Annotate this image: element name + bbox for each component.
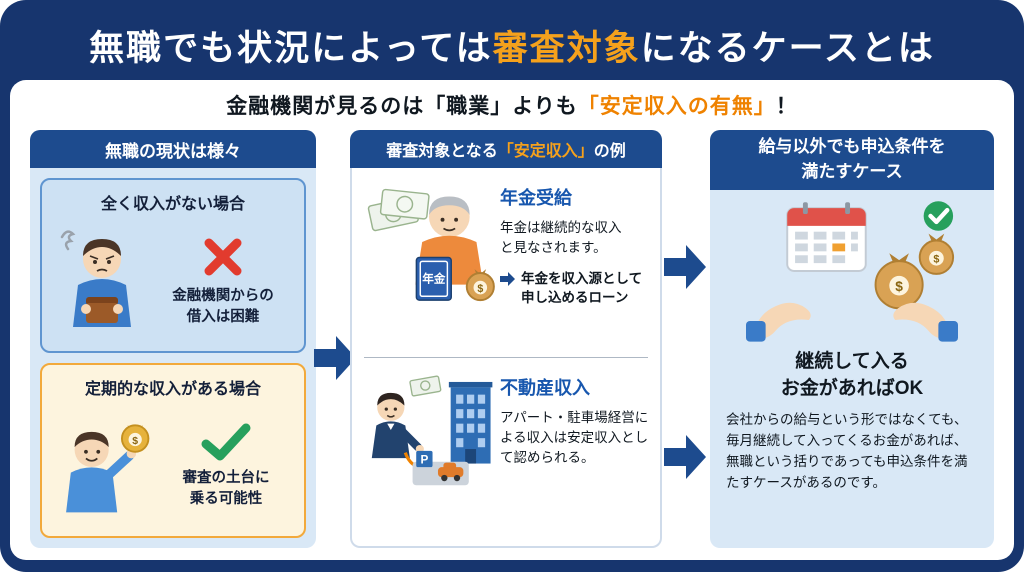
panel-unemployed-status: 無職の現状は様々 全く収入がない場合 <box>30 130 316 548</box>
cross-mark-icon <box>204 238 242 276</box>
worried-person-illustration <box>60 229 131 327</box>
case-no-income: 全く収入がない場合 <box>40 178 306 353</box>
case-regular-income-caption: 審査の土台に 乗る可能性 <box>182 470 270 507</box>
flow-arrow-icon <box>664 245 706 289</box>
calendar-icon <box>786 202 867 272</box>
money-symbol: $ <box>895 279 903 294</box>
case-regular-income: 定期的な収入がある場合 <box>40 363 306 538</box>
section-divider <box>364 356 648 358</box>
flow-arrow-icon <box>314 336 356 380</box>
banknote-icon <box>409 375 442 397</box>
money-bag-icon: $ <box>874 253 924 310</box>
pension-book-icon: 年金 <box>415 256 452 301</box>
banknote-icon <box>379 188 430 220</box>
money-symbol: $ <box>933 254 939 266</box>
money-bag-icon: $ <box>465 269 495 302</box>
flow-arrow-icon <box>664 435 706 479</box>
examples-header-part2: の例 <box>593 143 626 160</box>
real-estate-title: 不動産収入 <box>500 377 590 398</box>
page-title: 無職でも状況によっては審査対象になるケースとは <box>0 20 1024 71</box>
check-circle-icon <box>923 201 954 231</box>
content-card: 金融機関が見るのは「職業」よりも「安定収入の有無」！ 無職の現状は様々 全く収入… <box>10 80 1014 560</box>
result-headline: 継続して入る お金があればOK <box>780 351 924 399</box>
panel-unemployed-status-header: 無職の現状は様々 <box>30 130 316 168</box>
result-body-text: 会社からの給与という形ではなくても、毎月継続して入ってくるお金があれば、無職とい… <box>726 412 968 490</box>
happy-person-money-illustration: $ <box>66 423 150 512</box>
pension-note: 年金を収入源として 申し込めるローン <box>500 269 652 308</box>
case-no-income-title: 全く収入がない場合 <box>100 196 245 213</box>
panel-qualify-body: $ $ <box>710 190 994 548</box>
subtitle-part1: 金融機関が見るのは「職業」よりも <box>226 95 578 118</box>
example-pension: 年金 $ 年金受給 年金は継続的な収入 と見なされます。 <box>352 168 660 357</box>
panel-stable-income-examples: 審査対象となる「安定収入」の例 <box>350 130 662 548</box>
building-icon <box>448 381 493 464</box>
example-real-estate: P 不動産収入 アパート・駐車場経営による収入は安定収入として認められる。 <box>352 358 660 547</box>
panel-stable-income-header: 審査対象となる「安定収入」の例 <box>350 130 662 168</box>
parking-symbol: P <box>420 453 428 466</box>
title-part2: になるケースとは <box>640 29 935 68</box>
pension-description: 年金は継続的な収入 と見なされます。 <box>500 220 622 256</box>
open-hands-icon <box>746 302 958 342</box>
case-no-income-caption: 金融機関からの 借入は困難 <box>172 288 274 325</box>
hands-calendar-money-illustration: $ $ <box>746 201 958 342</box>
panel-qualify-without-salary: 給与以外でも申込条件を 満たすケース <box>710 130 994 548</box>
businessman-real-estate-illustration: P <box>371 375 493 485</box>
title-highlight: 審査対象 <box>492 29 641 68</box>
subtitle: 金融機関が見るのは「職業」よりも「安定収入の有無」！ <box>10 90 1014 120</box>
panel-stable-income-body: 年金 $ 年金受給 年金は継続的な収入 と見なされます。 <box>350 168 662 548</box>
panel-unemployed-status-body: 全く収入がない場合 <box>30 168 316 548</box>
case-regular-income-title: 定期的な収入がある場合 <box>84 381 261 398</box>
note-arrow-icon <box>500 271 515 286</box>
check-mark-icon <box>201 423 251 461</box>
title-part1: 無職でも状況によっては <box>89 29 493 68</box>
subtitle-highlight: 「安定収入の有無」 <box>577 95 776 118</box>
subtitle-part2: ！ <box>775 95 798 118</box>
money-symbol: $ <box>477 283 483 295</box>
examples-header-part1: 審査対象となる <box>386 143 498 160</box>
pension-book-label: 年金 <box>422 272 446 286</box>
money-bag-icon: $ <box>918 233 955 275</box>
pension-note-text: 年金を収入源として 申し込めるローン <box>521 270 643 306</box>
pension-title: 年金受給 <box>500 188 572 208</box>
real-estate-description: アパート・駐車場経営による収入は安定収入として認められる。 <box>500 409 649 466</box>
elderly-person-pension-illustration: 年金 $ <box>367 188 495 302</box>
examples-header-highlight: 「安定収入」 <box>497 143 594 160</box>
parking-lot-icon: P <box>412 450 469 485</box>
money-symbol: $ <box>132 435 138 446</box>
panel-qualify-header: 給与以外でも申込条件を 満たすケース <box>710 130 994 190</box>
